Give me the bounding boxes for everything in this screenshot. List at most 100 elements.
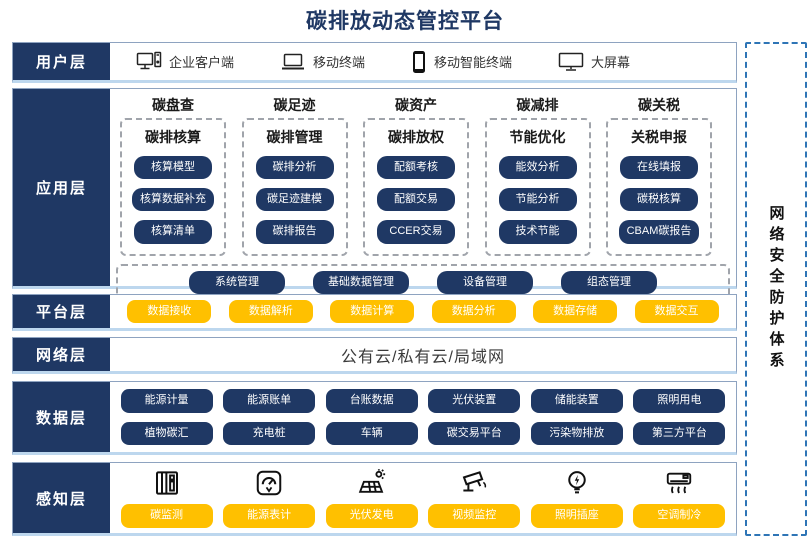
data-source-button: 光伏装置 [428,389,521,413]
app-column-header: 碳资产 [395,97,437,113]
app-module-button: 碳足迹建模 [255,188,334,212]
perception-item-label: 空调制冷 [633,504,726,528]
app-column-subheader: 碳排管理 [266,129,323,145]
perception-item-solar-panel: 光伏发电 [325,468,418,528]
smartphone-icon [411,50,427,74]
app-column-subheader: 节能优化 [509,129,566,145]
app-column-header: 碳减排 [516,97,559,113]
data-source-button: 污染物排放 [530,421,623,445]
app-module-button: 能效分析 [498,156,577,180]
platform-function-button: 数据计算 [330,299,415,324]
app-column-box: 碳排核算 核算模型 核算数据补充 核算清单 [120,118,226,256]
layer-label-platform: 平台层 [13,295,110,328]
user-item-mobile-terminal: 移动终端 [280,52,365,72]
platform-function-button: 数据接收 [127,299,212,324]
layer-perception: 感知层 碳监测 [12,462,737,536]
data-source-button: 第三方平台 [633,421,726,445]
data-source-button: 台账数据 [325,389,418,413]
app-column-subheader: 碳排放权 [388,129,444,145]
layer-data: 数据层 能源计量 能源账单 台账数据 光伏装置 储能装置 照明用电 植物碳汇 充… [12,381,737,455]
perception-item-carbon-monitor: 碳监测 [120,468,213,528]
app-module-button: 碳排报告 [255,220,334,244]
layer-label-perception: 感知层 [13,463,110,533]
user-terminal-list: 企业客户端 移动终端 [110,43,736,80]
data-source-button: 充电桩 [223,421,316,445]
app-module-button: CBAM碳报告 [618,220,700,244]
app-column-carbon-footprint: 碳足迹 碳排管理 碳排分析 碳足迹建模 碳排报告 [241,95,348,256]
app-management-button: 组态管理 [561,270,657,295]
perception-device-list: 碳监测 能源表计 [110,463,736,533]
layer-label-user: 用户层 [13,43,110,80]
app-column-subheader: 关税申报 [631,129,687,145]
energy-meter-icon [254,468,284,498]
perception-item-cctv: 视频监控 [428,468,521,528]
layer-label-app: 应用层 [13,89,110,286]
app-column-box: 节能优化 能效分析 节能分析 技术节能 [484,118,591,256]
data-source-grid: 能源计量 能源账单 台账数据 光伏装置 储能装置 照明用电 植物碳汇 充电桩 车… [110,382,736,452]
perception-item-label: 碳监测 [120,504,213,528]
platform-function-button: 数据存储 [533,299,618,324]
app-column-box: 碳排放权 配额考核 配额交易 CCER交易 [363,118,469,256]
data-source-row: 植物碳汇 充电桩 车辆 碳交易平台 污染物排放 第三方平台 [110,421,736,445]
user-item-label: 企业客户端 [169,55,235,70]
user-item-enterprise-client: 企业客户端 [136,51,234,73]
perception-item-air-conditioner: 空调制冷 [633,468,726,528]
cctv-camera-icon [459,468,489,498]
app-module-button: 在线填报 [620,156,698,180]
solar-panel-icon [357,468,387,498]
app-module-button: 核算数据补充 [132,188,214,212]
layer-label-data: 数据层 [13,382,110,452]
app-column-header: 碳关税 [638,97,680,113]
user-item-smart-terminal: 移动智能终端 [411,50,512,74]
app-module-button: 碳税核算 [620,188,698,212]
security-system-box: 网络安全防护体系 [745,42,807,536]
layer-app: 应用层 碳盘查 碳排核算 核算模型 核算数据补充 核算清单 碳足迹 碳排管理 [12,88,737,302]
data-source-button: 碳交易平台 [428,421,521,445]
app-column-header: 碳足迹 [273,97,316,113]
app-management-button: 设备管理 [437,270,533,295]
user-item-big-screen: 大屏幕 [558,51,630,73]
big-screen-icon [558,51,584,73]
user-item-label: 移动终端 [313,55,366,70]
app-module-button: 配额交易 [377,188,455,212]
layer-platform: 平台层 数据接收 数据解析 数据计算 数据分析 数据存储 数据交互 [12,294,737,331]
app-management-button: 系统管理 [189,270,285,295]
app-column-carbon-tariff: 碳关税 关税申报 在线填报 碳税核算 CBAM碳报告 [606,95,712,256]
desktop-pc-icon [136,51,162,73]
data-source-button: 能源计量 [120,389,213,413]
platform-function-button: 数据解析 [228,299,313,324]
air-conditioner-icon [664,468,694,498]
light-bulb-icon [562,468,592,498]
app-column-box: 碳排管理 碳排分析 碳足迹建模 碳排报告 [241,118,348,256]
app-management-button: 基础数据管理 [313,270,409,295]
app-columns: 碳盘查 碳排核算 核算模型 核算数据补充 核算清单 碳足迹 碳排管理 碳排分析 … [110,89,736,256]
app-module-button: 配额考核 [377,156,455,180]
perception-item-label: 光伏发电 [325,504,418,528]
perception-item-light-bulb: 照明插座 [530,468,623,528]
layer-network: 网络层 公有云/私有云/局域网 [12,337,737,374]
network-cloud-text: 公有云/私有云/局域网 [341,348,505,366]
data-source-button: 车辆 [325,421,418,445]
perception-item-label: 照明插座 [530,504,623,528]
app-module-button: 技术节能 [498,220,577,244]
data-source-button: 照明用电 [633,389,726,413]
data-source-row: 能源计量 能源账单 台账数据 光伏装置 储能装置 照明用电 [110,389,736,413]
perception-item-label: 视频监控 [428,504,521,528]
app-column-subheader: 碳排核算 [145,129,201,145]
app-column-carbon-asset: 碳资产 碳排放权 配额考核 配额交易 CCER交易 [363,95,469,256]
laptop-icon [280,52,306,72]
app-module-button: 核算清单 [134,220,212,244]
perception-item-energy-meter: 能源表计 [223,468,316,528]
app-column-box: 关税申报 在线填报 碳税核算 CBAM碳报告 [606,118,712,256]
platform-function-button: 数据交互 [634,299,719,324]
app-column-header: 碳盘查 [152,97,194,113]
security-system-label: 网络安全防护体系 [767,205,785,373]
app-column-carbon-reduction: 碳减排 节能优化 能效分析 节能分析 技术节能 [484,95,591,256]
perception-item-label: 能源表计 [223,504,316,528]
data-source-button: 储能装置 [530,389,623,413]
page-title: 碳排放动态管控平台 [306,10,504,33]
carbon-monitor-icon [152,468,182,498]
user-item-label: 移动智能终端 [434,55,513,70]
data-source-button: 植物碳汇 [120,421,213,445]
